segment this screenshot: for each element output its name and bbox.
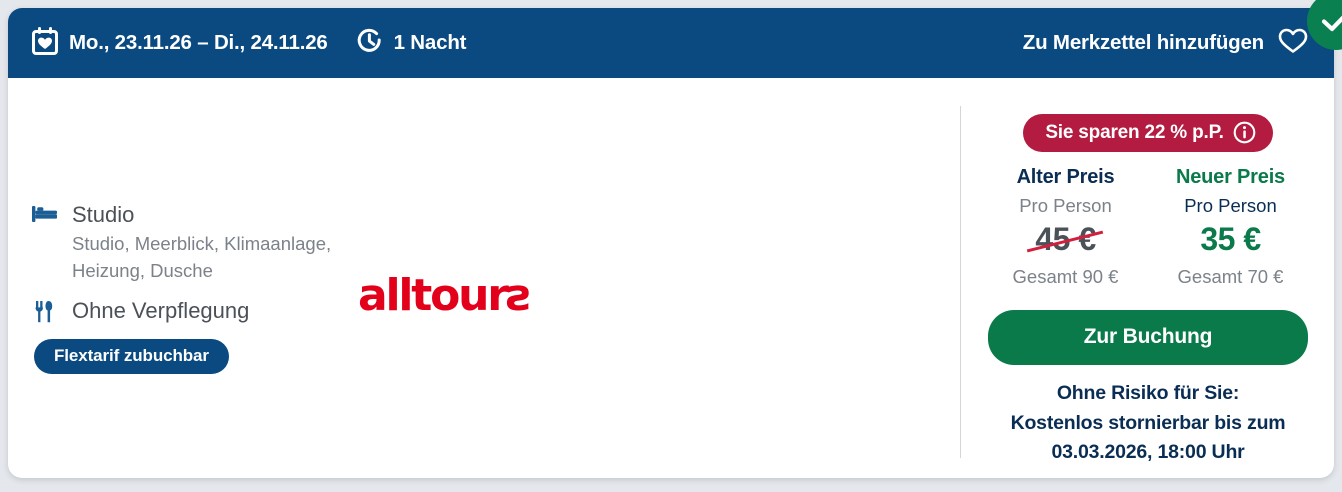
room-details: Studio Studio, Meerblick, Klimaanlage, H… bbox=[32, 202, 362, 375]
board-label: Ohne Verpflegung bbox=[72, 297, 250, 323]
heart-outline-icon[interactable] bbox=[1278, 27, 1308, 59]
new-price-per-person-label: Pro Person bbox=[1184, 195, 1277, 216]
price-comparison: Alter Preis Pro Person 45 € Gesamt 90 € … bbox=[983, 166, 1313, 288]
savings-badge-label: Sie sparen 22 % p.P. bbox=[1045, 121, 1224, 143]
new-price-heading: Neuer Preis bbox=[1176, 166, 1285, 188]
savings-badge[interactable]: Sie sparen 22 % p.P. bbox=[1023, 114, 1273, 152]
offer-card: Mo., 23.11.26 – Di., 24.11.26 1 Nacht Zu… bbox=[8, 0, 1342, 478]
cancellation-note-line-2: Kostenlos stornierbar bis zum bbox=[1010, 411, 1286, 434]
old-price-total: Gesamt 90 € bbox=[1012, 266, 1119, 287]
offer-body: Studio Studio, Meerblick, Klimaanlage, H… bbox=[8, 78, 1334, 478]
brand-logo-reversed-s: s bbox=[506, 270, 531, 321]
price-panel: Sie sparen 22 % p.P. Alter Preis Pro Per… bbox=[983, 78, 1313, 468]
old-price-amount: 45 € bbox=[1027, 221, 1104, 258]
brand-logo-text: alltour bbox=[358, 270, 509, 321]
duration-text: 1 Nacht bbox=[393, 31, 467, 54]
cancellation-note-line-1: Ohne Risiko für Sie: bbox=[1056, 382, 1240, 404]
date-range-text: Mo., 23.11.26 – Di., 24.11.26 bbox=[69, 31, 328, 54]
column-divider bbox=[960, 106, 961, 458]
book-now-button[interactable]: Zur Buchung bbox=[988, 310, 1308, 365]
new-price-total: Gesamt 70 € bbox=[1177, 266, 1284, 287]
new-price-amount: 35 € bbox=[1200, 221, 1261, 257]
room-title: Studio bbox=[72, 202, 135, 227]
old-price-column: Alter Preis Pro Person 45 € Gesamt 90 € bbox=[983, 166, 1148, 288]
clock-icon bbox=[356, 27, 383, 60]
date-range-group: Mo., 23.11.26 – Di., 24.11.26 bbox=[32, 26, 328, 60]
old-price-per-person-label: Pro Person bbox=[1019, 195, 1112, 216]
header-left-group: Mo., 23.11.26 – Di., 24.11.26 1 Nacht bbox=[8, 26, 467, 60]
cancellation-note-line-3: 03.03.2026, 18:00 Uhr bbox=[1051, 441, 1245, 464]
cancellation-note: Ohne Risiko für Sie: Kostenlos stornierb… bbox=[983, 379, 1313, 468]
room-text-block: Studio Studio, Meerblick, Klimaanlage, H… bbox=[72, 202, 342, 284]
brand-logo: alltours bbox=[358, 270, 531, 321]
flextarif-badge[interactable]: Flextarif zubuchbar bbox=[34, 339, 229, 375]
wishlist-label: Zu Merkzettel hinzufügen bbox=[1022, 31, 1264, 54]
bed-icon bbox=[32, 205, 58, 223]
info-circle-icon[interactable] bbox=[1233, 121, 1256, 144]
add-to-wishlist-button[interactable]: Zu Merkzettel hinzufügen bbox=[1023, 27, 1334, 59]
calendar-heart-icon bbox=[32, 26, 58, 60]
cutlery-icon bbox=[32, 300, 58, 323]
room-row: Studio Studio, Meerblick, Klimaanlage, H… bbox=[32, 202, 362, 284]
offer-header: Mo., 23.11.26 – Di., 24.11.26 1 Nacht Zu… bbox=[8, 8, 1334, 78]
room-description: Studio, Meerblick, Klimaanlage, Heizung,… bbox=[72, 233, 332, 281]
old-price-heading: Alter Preis bbox=[1016, 166, 1115, 188]
duration-group: 1 Nacht bbox=[356, 27, 467, 60]
board-row: Ohne Verpflegung bbox=[32, 298, 362, 323]
new-price-column: Neuer Preis Pro Person 35 € Gesamt 70 € bbox=[1148, 166, 1313, 288]
